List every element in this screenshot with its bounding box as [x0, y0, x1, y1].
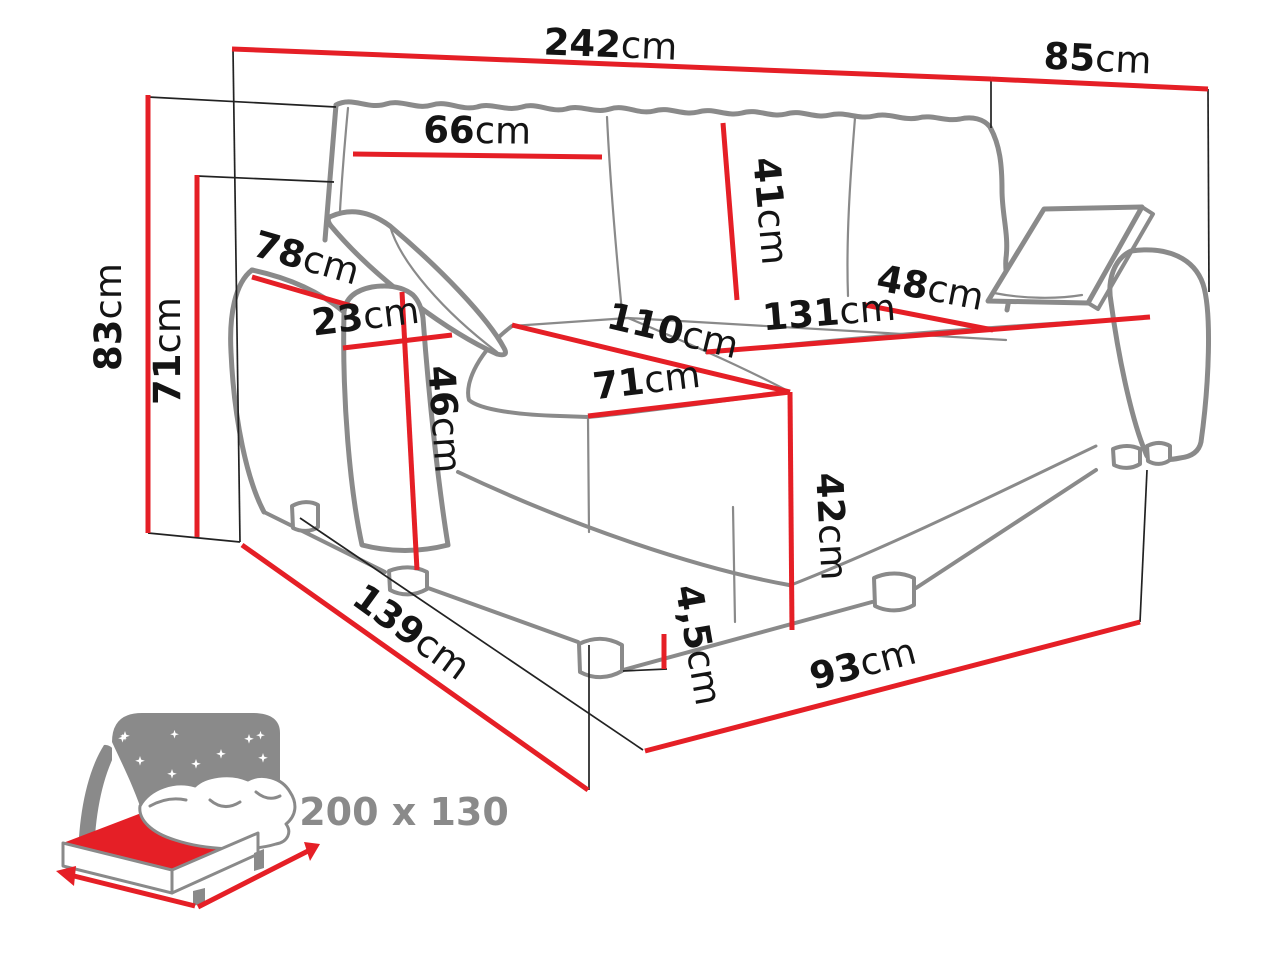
dimension-label-front-width: 93cm [805, 629, 920, 698]
sofa-foot [387, 565, 429, 597]
dimension-line-front-width [644, 619, 1141, 754]
sofa-right-front-seam [789, 444, 1098, 587]
sofa-left-arm-outer [228, 267, 267, 515]
dimension-line-side-depth [240, 542, 590, 793]
sofa-backrest-seam-right [846, 116, 857, 298]
dimension-label-seat-width: 131cm [761, 286, 898, 340]
dimension-line-chaise-width [587, 389, 791, 419]
dimension-line-seat-depth [864, 302, 994, 333]
dimension-label-total-width: 242cm [543, 20, 678, 68]
sofa-foot [872, 571, 916, 613]
dimension-line-seat-height [787, 391, 795, 631]
sofa-left-arm-front [341, 283, 451, 553]
sofa-tray [985, 204, 1145, 306]
dimension-label-armrest-width: 23cm [309, 289, 421, 345]
sofa-foot [1111, 444, 1142, 470]
dimension-line-armrest-depth [251, 274, 356, 310]
stars-decoration [54, 509, 268, 960]
sofa-front-seam [456, 470, 791, 587]
dimension-label-armrest-height: 71cm [146, 297, 189, 405]
sofa-illustration [228, 99, 1211, 680]
sleeping-area-bed-icon [54, 509, 320, 960]
dimension-line-total-width [231, 46, 992, 82]
blanket [138, 774, 297, 851]
dimension-label-leg-height: 4,5cm [667, 581, 731, 709]
dimension-line-arm-front-height [399, 291, 420, 571]
dimension-label-back-cushion-width: 66cm [423, 108, 531, 152]
dimension-label-chaise-width: 71cm [590, 353, 702, 408]
sofa-backrest-outline [333, 99, 1012, 313]
sofa-foot [577, 636, 624, 680]
dimension-line-back-cushion-width [352, 151, 603, 160]
sofa-right-arm [1107, 247, 1211, 463]
dimension-label-seat-depth: 48cm [873, 256, 987, 319]
mattress-base [61, 831, 260, 895]
dimension-label-arm-front-height: 46cm [419, 364, 469, 475]
sofa-backrest-seam-left [605, 115, 624, 314]
dimension-line-seat-width [705, 314, 1151, 355]
dimension-line-chaise-length [511, 322, 791, 395]
dimension-labels: 242cm 85cm 66cm 41cm 78cm 23cm 83cm 71cm… [87, 20, 1152, 708]
extension-lines [147, 48, 1210, 790]
sleeping-size-label: 200 x 130 [299, 790, 509, 834]
dimension-label-right-depth: 85cm [1043, 35, 1153, 83]
bed-leg [193, 888, 205, 906]
dimension-lines [145, 46, 1209, 793]
sofa-foot [1145, 441, 1172, 466]
dimension-label-seat-height: 42cm [807, 471, 856, 581]
bed-dimension-arrows [56, 842, 320, 910]
bed-leg [254, 849, 264, 871]
sofa-foot [290, 500, 320, 533]
dimension-label-total-height: 83cm [87, 263, 130, 371]
dimension-label-back-cushion-height: 41cm [744, 155, 796, 266]
sofa-left-arm-top [249, 267, 347, 315]
dimension-line-armrest-width [342, 332, 453, 351]
dimension-line-right-depth [990, 76, 1209, 92]
dimension-line-back-cushion-height [720, 122, 740, 301]
